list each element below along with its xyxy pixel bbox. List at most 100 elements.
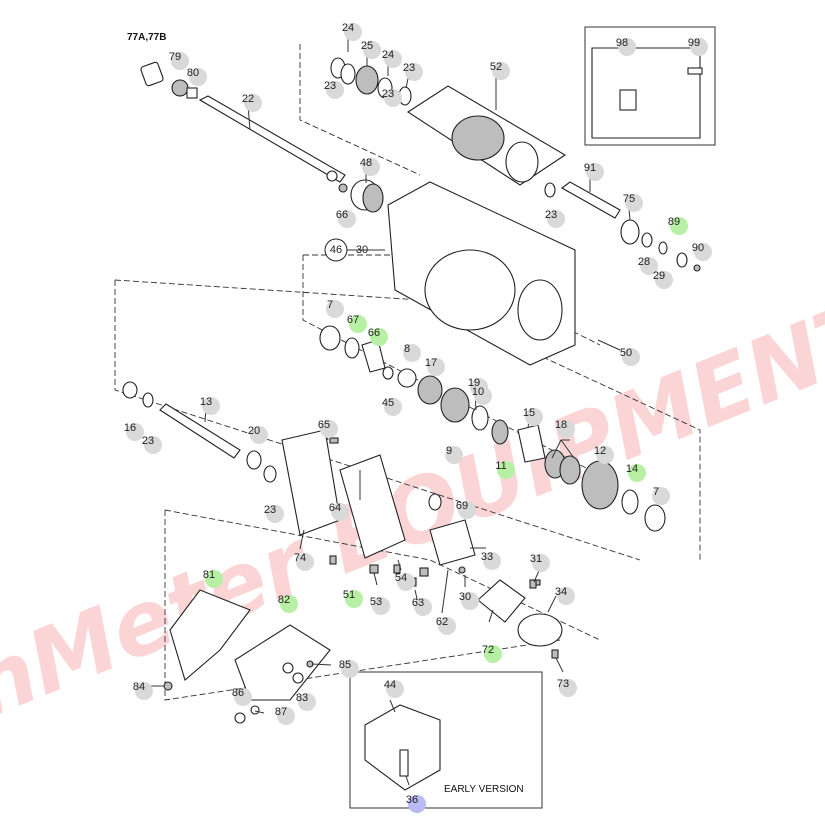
callout-label: 15 — [523, 407, 535, 419]
callout-label: 33 — [481, 551, 493, 563]
callout-label: 23 — [382, 88, 394, 100]
callout-28: 28 — [638, 256, 658, 275]
callout-highlight — [397, 573, 415, 591]
callout-86: 86 — [232, 687, 252, 706]
callout-highlight — [427, 358, 445, 376]
callout-highlight — [640, 257, 658, 275]
callout-highlight — [438, 617, 456, 635]
header-ref-label: 77A,77B — [127, 32, 166, 43]
callout-9: 9 — [445, 445, 463, 464]
callout-highlight — [126, 423, 144, 441]
callout-15: 15 — [523, 407, 543, 426]
callout-10: 10 — [472, 386, 492, 405]
callout-highlight — [277, 707, 295, 725]
callout-highlight — [202, 397, 220, 415]
callout-highlight — [405, 63, 423, 81]
callout-14: 14 — [626, 463, 646, 482]
callout-label: 63 — [412, 597, 424, 609]
callout-highlight — [234, 688, 252, 706]
callout-highlight — [461, 592, 479, 610]
callout-label: 23 — [142, 435, 154, 447]
callout-66: 66 — [368, 327, 388, 346]
callout-23: 23 — [545, 209, 565, 228]
callout-highlight — [596, 446, 614, 464]
callout-label: 99 — [688, 37, 700, 49]
callout-highlight — [326, 300, 344, 318]
callout-11: 11 — [495, 460, 515, 479]
callout-highlight — [622, 348, 640, 366]
callout-label: 46 — [330, 244, 342, 256]
callout-46: 46 — [324, 238, 348, 262]
callout-label: 86 — [232, 687, 244, 699]
callout-12: 12 — [594, 445, 614, 464]
callout-highlight — [408, 795, 426, 813]
callout-highlight — [244, 94, 262, 112]
callout-highlight — [474, 387, 492, 405]
callout-ring — [324, 238, 348, 262]
callout-80: 80 — [187, 67, 207, 86]
callout-highlight — [345, 590, 363, 608]
callout-7: 7 — [326, 299, 344, 318]
callout-label: 16 — [124, 422, 136, 434]
callout-highlight — [547, 210, 565, 228]
callout-highlight — [384, 398, 402, 416]
callout-84: 84 — [133, 681, 153, 700]
callout-67: 67 — [347, 314, 367, 333]
callout-69: 69 — [456, 500, 476, 519]
callout-highlight — [625, 194, 643, 212]
callout-98: 98 — [616, 37, 636, 56]
callout-label: 23 — [545, 209, 557, 221]
callout-45: 45 — [382, 397, 402, 416]
callout-33: 33 — [481, 551, 501, 570]
callout-18: 18 — [555, 419, 575, 438]
callout-label: 25 — [361, 40, 373, 52]
callout-label: 66 — [368, 327, 380, 339]
callout-label: 36 — [406, 794, 418, 806]
callout-62: 62 — [436, 616, 456, 635]
callout-highlight — [655, 271, 673, 289]
callout-30: 30 — [356, 244, 368, 256]
callout-label: 89 — [668, 216, 680, 228]
callout-label: 91 — [584, 162, 596, 174]
callout-highlight — [458, 501, 476, 519]
callout-highlight — [384, 50, 402, 68]
callout-25: 25 — [361, 40, 381, 59]
callout-72: 72 — [482, 644, 502, 663]
callout-label: 18 — [555, 419, 567, 431]
callout-label: 73 — [557, 678, 569, 690]
callout-highlight — [492, 62, 510, 80]
callout-highlight — [586, 163, 604, 181]
callout-highlight — [414, 598, 432, 616]
callout-label: 75 — [623, 193, 635, 205]
callout-23: 23 — [142, 435, 162, 454]
callout-highlight — [652, 487, 670, 505]
callout-8: 8 — [403, 343, 421, 362]
callout-23: 23 — [382, 88, 402, 107]
callout-23: 23 — [403, 62, 423, 81]
callout-87: 87 — [275, 706, 295, 725]
callout-48: 48 — [360, 157, 380, 176]
callout-label: 50 — [620, 347, 632, 359]
callout-22: 22 — [242, 93, 262, 112]
callout-label: 17 — [425, 357, 437, 369]
callout-label: 69 — [456, 500, 468, 512]
callout-label: 45 — [382, 397, 394, 409]
callout-highlight — [525, 408, 543, 426]
callout-24: 24 — [342, 22, 362, 41]
callout-91: 91 — [584, 162, 604, 181]
callout-highlight — [298, 693, 316, 711]
callout-17: 17 — [425, 357, 445, 376]
callout-label: 74 — [294, 552, 306, 564]
callout-30: 30 — [459, 591, 479, 610]
callout-53: 53 — [370, 596, 390, 615]
callout-label: 67 — [347, 314, 359, 326]
callout-label: 28 — [638, 256, 650, 268]
callout-24: 24 — [382, 49, 402, 68]
callout-label: 52 — [490, 61, 502, 73]
callout-label: 72 — [482, 644, 494, 656]
callout-label: 8 — [404, 343, 410, 355]
callout-7: 7 — [652, 486, 670, 505]
callout-label: 13 — [200, 396, 212, 408]
callout-label: 23 — [403, 62, 415, 74]
